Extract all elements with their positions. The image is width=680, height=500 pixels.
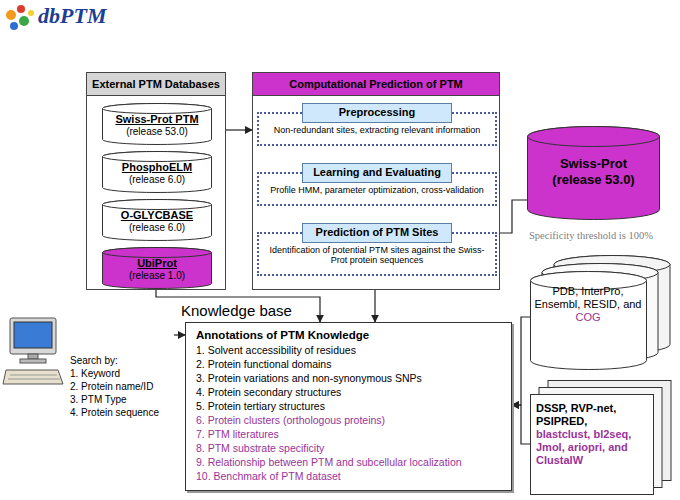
list-item: 8. PTM substrate specificity [192,441,505,455]
screen [14,322,52,348]
cylinder-body [531,272,647,370]
database-stack: PDB, InterPro, Ensembl, RESID, andCOG [530,255,672,370]
database-cylinder: PhosphoELM(release 6.0) [102,151,212,193]
release-label: (release 53.0) [527,172,660,188]
cylinder-top [103,200,212,210]
node-text: Prediction of PTM Sites [303,224,451,240]
node-outline [530,255,672,370]
step-title: Preprocessing [302,103,452,123]
logo-dots [6,5,34,30]
panel-heading: Computational Prediction of PTM [253,73,499,96]
connector-arrow [512,317,530,405]
list-item: 3. Protein variations and non-synonymous… [192,371,505,385]
box-heading: Knowledge base [181,302,292,320]
search-option: 2. Protein name/ID [70,380,174,393]
list-item: 10. Benchmark of PTM dataset [192,469,505,483]
monitor [10,318,56,354]
node-text: COG [534,311,642,324]
cylinder-body [103,200,212,241]
node-text: Learning and Evaluating [303,164,451,180]
document-sheet [531,395,654,495]
note-label: Specificity threshold is 100% [529,229,653,242]
release-label: (release 1.0) [102,270,212,282]
key-row [8,379,60,380]
logo-dot [28,10,34,16]
cylinder-top [103,248,212,258]
database-cylinder: Swiss-Prot(release 53.0) [527,126,660,220]
connector-arrow [174,334,185,335]
cylinder-body [103,104,212,145]
base [20,359,46,363]
node-text: PDB, InterPro, Ensembl, RESID, and [534,285,642,311]
connector-arrow [156,290,320,322]
node-text: Non-redundant sites, extracting relevant… [262,125,492,135]
search-option: 4. Protein sequence [70,406,174,419]
list-item: 2. Protein functional domains [192,357,505,371]
logo-dot [10,22,18,30]
connector-arrow [512,405,530,444]
panel-heading: External PTM Databases [87,73,225,96]
database-name: O-GLYCBASE [102,209,212,222]
search-panel: Search by:1. Keyword2. Protein name/ID3.… [2,318,174,426]
search-heading: Search by: [70,354,174,367]
knowledge-box: Knowledge baseAnnotations of PTM Knowled… [185,322,512,491]
list-item: 4. Protein secondary structures [192,385,505,399]
cylinder-top [103,104,212,114]
list-item: 1. Solvent accessibility of residues [192,343,505,357]
connector-arrow [374,290,375,322]
database-cylinder: UbiProt(release 1.0) [102,247,212,289]
database-panel: External PTM DatabasesSwiss-Prot PTM(rel… [86,72,226,290]
logo-title: dbPTM [38,3,106,29]
list-heading: Annotations of PTM Knowledge [192,328,505,343]
connector-arrow [226,129,252,130]
database-cylinder: O-GLYCBASE(release 6.0) [102,199,212,241]
release-label: (release 6.0) [102,222,212,234]
step-title: Prediction of PTM Sites [302,223,452,243]
cylinder-body [103,152,212,193]
keyboard [3,370,63,384]
key-row [10,375,57,376]
list-item: 7. PTM literatures [192,427,505,441]
stand [28,354,38,359]
node-text: Preprocessing [303,104,451,120]
search-option: 1. Keyword [70,367,174,380]
database-name: PhosphoELM [102,161,212,174]
list-item: 9. Relationship between PTM and subcellu… [192,455,505,469]
node-text: Profile HMM, parameter optimization, cro… [262,185,492,195]
logo-dot [19,16,29,26]
database-name: Swiss-Prot [527,156,660,172]
node-text: Identification of potential PTM sites ag… [262,245,492,265]
search-option: 3. PTM Type [70,393,174,406]
computer-icon [3,318,63,384]
database-name: Swiss-Prot PTM [102,113,212,126]
logo-dot [6,10,16,20]
tool-documents: DSSP, RVP-net, PSIPRED,blastclust, bl2se… [530,380,672,495]
process-panel: Computational Prediction of PTM Preproces… [252,72,500,290]
cylinder-top [103,152,212,162]
list-item: 6. Protein clusters (orthologous protein… [192,413,505,427]
cylinder-body [103,248,212,289]
list-item: 5. Protein tertiary structures [192,399,505,413]
step-title: Learning and Evaluating [302,163,452,183]
logo-dot [17,5,25,13]
database-name: UbiProt [102,257,212,270]
cylinder-body [528,127,660,220]
release-label: (release 53.0) [102,126,212,138]
database-cylinder: Swiss-Prot PTM(release 53.0) [102,103,212,145]
release-label: (release 6.0) [102,174,212,186]
node-text: blastclust, bl2seq, Jmol, ariopri, and C… [536,428,648,467]
cylinder-top [528,127,660,147]
node-text: DSSP, RVP-net, PSIPRED, [536,402,648,428]
